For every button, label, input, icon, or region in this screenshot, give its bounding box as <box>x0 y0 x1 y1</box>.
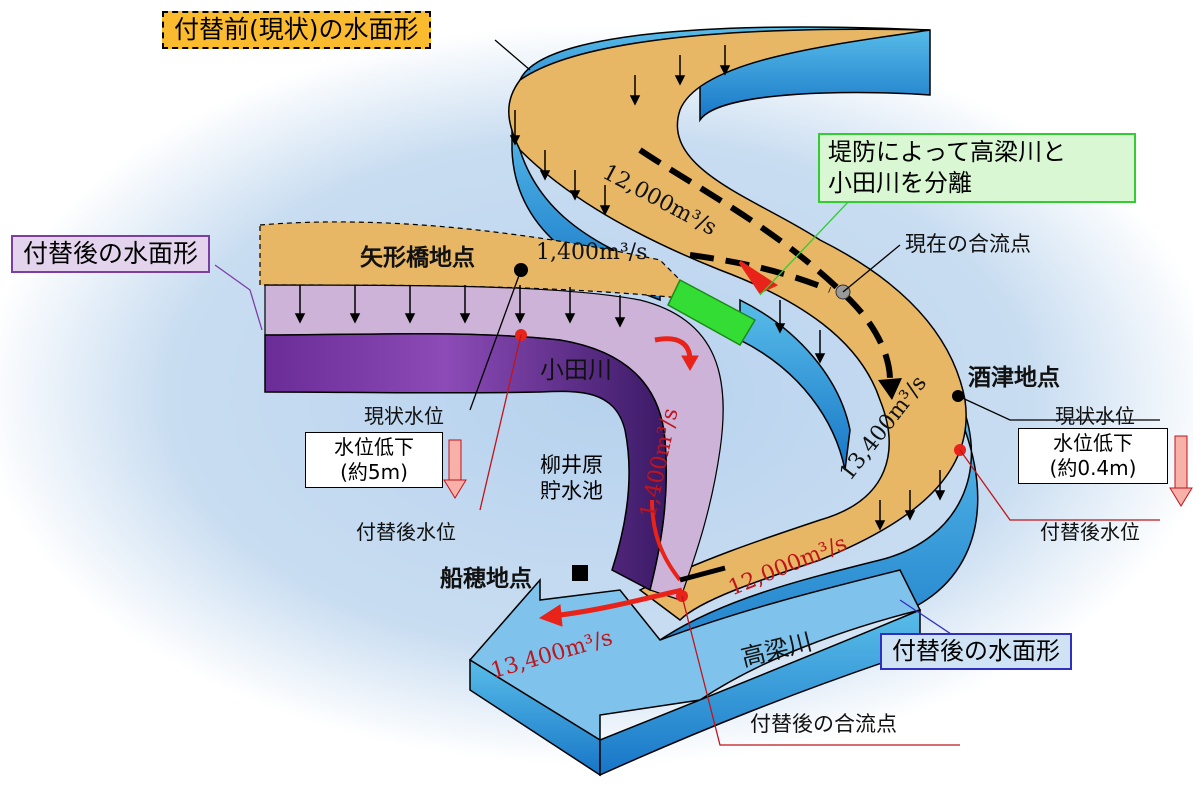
separation-levee <box>667 278 757 347</box>
drop-right-line-2: (約0.4m) <box>1049 456 1137 480</box>
label-reservoir: 柳井原 貯水池 <box>540 452 603 505</box>
takahashi-surface-before <box>508 28 967 621</box>
new-confluence-bar <box>679 565 726 583</box>
takahashi-wall-middle <box>739 298 851 471</box>
box-level-drop-left: 水位低下 (約5m) <box>305 432 443 488</box>
label-sakazu: 酒津地点 <box>968 365 1060 391</box>
box-level-drop-right: 水位低下 (約0.4m) <box>1018 428 1168 484</box>
drop-left-line-1: 水位低下 <box>334 435 414 459</box>
level-drop-arrows-lower <box>874 470 946 531</box>
level-drop-indicator-left <box>443 439 467 499</box>
leader-lines <box>214 39 1160 746</box>
drop-right-line-1: 水位低下 <box>1053 431 1133 455</box>
level-drop-arrows-upper <box>509 45 826 364</box>
label-yakatabashi: 矢形橋地点 <box>360 245 475 271</box>
label-current-confluence: 現在の合流点 <box>905 232 1031 256</box>
level-drop-arrows-oda <box>294 285 626 328</box>
reservoir-line-2: 貯水池 <box>540 479 603 504</box>
flow-oda-before: 1,400m³/s <box>536 240 648 265</box>
label-after-level-right: 付替後水位 <box>1040 520 1140 544</box>
flow-arrow-before <box>638 147 893 381</box>
label-after-surface-right: 付替後の水面形 <box>880 633 1072 670</box>
label-separation: 堤防によって高梁川と 小田川を分離 <box>818 133 1136 204</box>
flow-arrowhead-before <box>878 378 902 400</box>
label-after-surface-left: 付替後の水面形 <box>11 235 211 273</box>
label-oda-river: 小田川 <box>540 356 612 384</box>
label-funao: 船穂地点 <box>440 566 532 592</box>
label-current-level-right: 現状水位 <box>1055 404 1135 428</box>
flow-arrows-after <box>538 260 779 627</box>
reservoir-line-1: 柳井原 <box>540 453 603 477</box>
label-new-confluence: 付替後の合流点 <box>750 712 897 736</box>
separation-line-1: 堤防によって高梁川と <box>828 138 1067 166</box>
level-drop-indicator-right <box>1169 435 1193 507</box>
label-after-level-left: 付替後水位 <box>356 520 456 544</box>
marker-funao <box>572 565 588 581</box>
label-before-surface: 付替前(現状)の水面形 <box>162 11 431 49</box>
label-current-level-left: 現状水位 <box>364 404 444 428</box>
separation-line-2: 小田川を分離 <box>828 169 972 198</box>
drop-left-line-2: (約5m) <box>340 460 408 484</box>
